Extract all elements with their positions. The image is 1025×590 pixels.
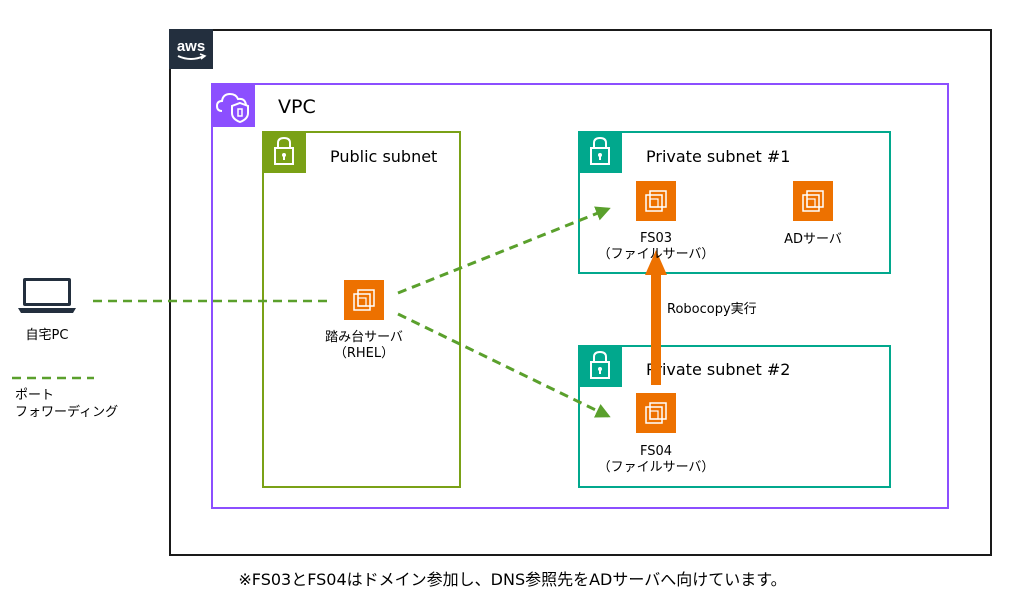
footnote: ※FS03とFS04はドメイン参加し、DNS参照先をADサーバへ向けています。 xyxy=(238,570,787,589)
port-forward-arrow-fs03 xyxy=(397,206,611,295)
ec2-instance-icon xyxy=(344,280,384,320)
port-forward-arrow-fs04 xyxy=(397,312,611,418)
fs03-name: FS03 xyxy=(639,231,673,246)
aws-logo-icon: aws xyxy=(169,29,213,69)
svg-text:aws: aws xyxy=(177,38,205,55)
public-subnet-title: Public subnet xyxy=(330,147,438,166)
fs03-label: FS03 （ファイルサーバ） xyxy=(591,231,721,263)
private-subnet-1-title: Private subnet #1 xyxy=(646,147,791,166)
lock-icon xyxy=(578,345,622,387)
private-subnet-2-group xyxy=(578,345,891,488)
laptop-icon xyxy=(18,276,76,314)
vpc-group xyxy=(211,83,949,509)
legend-forwarding-label: フォワーディング xyxy=(15,405,119,420)
bastion-server-name: 踏み台サーバ xyxy=(325,330,403,345)
home-pc-label: 自宅PC xyxy=(25,328,69,343)
vpc-title: VPC xyxy=(278,96,316,118)
ad-server-label: ADサーバ xyxy=(784,232,842,247)
private-subnet-2-title: Private subnet #2 xyxy=(646,360,791,379)
public-subnet-group xyxy=(262,131,461,488)
fs04-role: （ファイルサーバ） xyxy=(597,460,715,475)
fs03-role: （ファイルサーバ） xyxy=(597,247,715,262)
robocopy-label: Robocopy実行 xyxy=(667,302,757,317)
private-subnet-1-group xyxy=(578,131,891,274)
lock-icon xyxy=(262,131,306,173)
vpc-cloud-shield-icon xyxy=(211,83,255,127)
robocopy-arrow-head xyxy=(645,250,667,275)
lock-icon xyxy=(578,131,622,173)
ec2-instance-icon xyxy=(793,181,833,221)
fs04-name: FS04 xyxy=(639,444,673,459)
robocopy-arrow-shaft xyxy=(651,272,661,385)
bastion-server-os: （RHEL） xyxy=(333,346,395,361)
legend-port-label: ポート xyxy=(15,388,55,403)
bastion-server-label: 踏み台サーバ （RHEL） xyxy=(304,330,424,362)
ec2-instance-icon xyxy=(636,393,676,433)
aws-cloud-group xyxy=(169,29,992,556)
fs04-label: FS04 （ファイルサーバ） xyxy=(591,444,721,476)
ec2-instance-icon xyxy=(636,181,676,221)
